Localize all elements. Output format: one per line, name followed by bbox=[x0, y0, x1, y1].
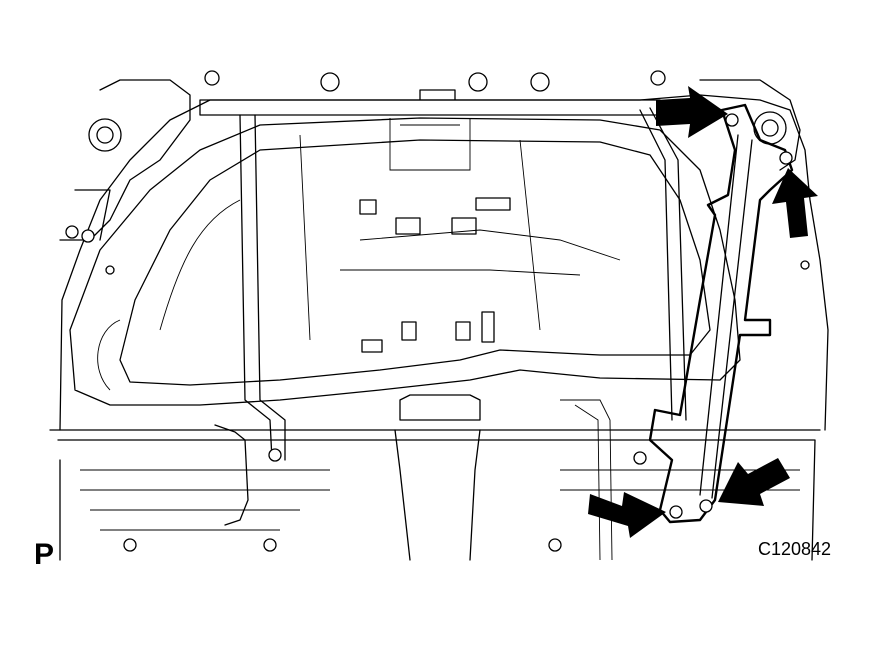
fuel-tank-inner bbox=[119, 139, 711, 386]
tank-left-bulge bbox=[97, 199, 241, 391]
floor-hole-2 bbox=[263, 538, 277, 552]
brace-bolt-bottom-right bbox=[699, 499, 713, 513]
rear-pipe bbox=[560, 399, 613, 561]
left-bolt-a bbox=[65, 225, 79, 239]
arrow-top-right bbox=[772, 168, 818, 238]
tank-rib-2 bbox=[340, 229, 621, 276]
tank-rib-1 bbox=[299, 134, 541, 341]
tank-clip-2 bbox=[455, 321, 471, 341]
floor-hole-3 bbox=[548, 538, 562, 552]
brace-bolt-bottom-left bbox=[669, 505, 683, 519]
side-hole-2 bbox=[800, 260, 810, 270]
lower-floor-lines bbox=[80, 469, 800, 531]
left-suspension bbox=[59, 79, 191, 241]
lower-bolt-left bbox=[268, 448, 282, 462]
tank-clamp-2 bbox=[451, 217, 477, 235]
mount-top-1 bbox=[320, 72, 340, 92]
center-exhaust-tunnel bbox=[394, 394, 481, 561]
arrow-bottom-right bbox=[718, 458, 790, 506]
tank-clamp-1 bbox=[395, 217, 421, 235]
view-marker-label: P bbox=[34, 538, 55, 571]
side-hole-1 bbox=[105, 265, 115, 275]
lower-bolt-mid bbox=[633, 451, 647, 465]
tank-clip-4 bbox=[359, 199, 377, 215]
right-spring-seat-inner bbox=[761, 119, 779, 137]
tank-center-hump bbox=[389, 118, 471, 171]
tank-clip-1 bbox=[401, 321, 417, 341]
brace-bolt-top-right bbox=[779, 151, 793, 165]
floor-hole-1 bbox=[123, 538, 137, 552]
left-spring-seat-inner bbox=[96, 126, 114, 144]
mount-top-3 bbox=[530, 72, 550, 92]
mount-top-5 bbox=[650, 70, 666, 86]
brake-line-left bbox=[239, 114, 286, 461]
brace-bolt-top-left bbox=[725, 113, 739, 127]
tank-clip-5 bbox=[361, 339, 383, 353]
right-suspension bbox=[699, 79, 801, 171]
brace-inner-rail bbox=[699, 134, 753, 499]
rear-floor-brace bbox=[648, 103, 794, 524]
fuel-tank-outline bbox=[69, 117, 741, 406]
figure-code-label: C120842 bbox=[758, 539, 832, 559]
mount-top-4 bbox=[204, 70, 220, 86]
sensor-wire-left bbox=[214, 424, 249, 526]
tank-clip-3 bbox=[481, 311, 495, 343]
top-crossmember bbox=[199, 89, 661, 116]
arrow-top-left bbox=[656, 86, 728, 138]
body-outline-lower bbox=[49, 429, 821, 561]
arrow-bottom-left bbox=[588, 492, 666, 538]
tank-label-plate bbox=[475, 197, 511, 211]
left-bolt-b bbox=[81, 229, 95, 243]
mount-top-2 bbox=[468, 72, 488, 92]
